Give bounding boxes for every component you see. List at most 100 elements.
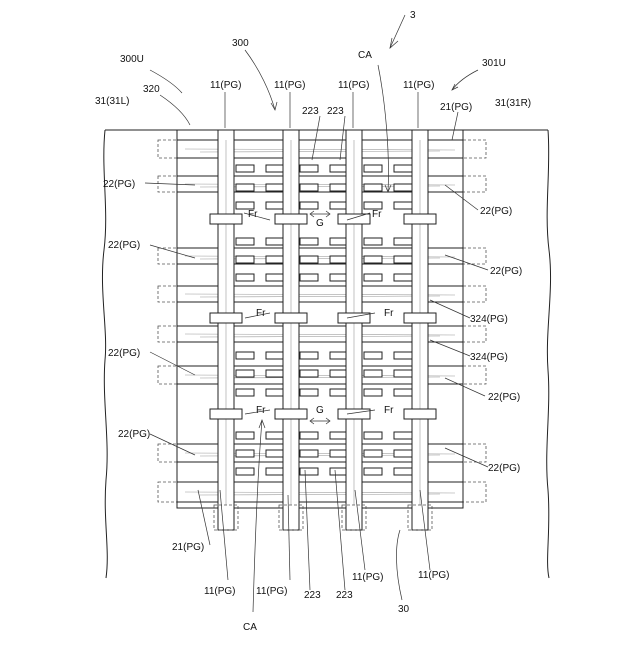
pad [266, 184, 284, 191]
pad [394, 432, 412, 439]
label-22-l1: 22(PG) [103, 179, 135, 190]
pad [364, 238, 382, 245]
clamp-Fr [404, 313, 436, 323]
pad [330, 184, 348, 191]
clamp-Fr [338, 214, 370, 224]
pad [266, 202, 284, 209]
label-21-top: 21(PG) [440, 102, 472, 113]
pad [300, 389, 318, 396]
label-324-2: 324(PG) [470, 352, 508, 363]
pad [330, 432, 348, 439]
pad [236, 432, 254, 439]
pad [330, 202, 348, 209]
reference-labels: 3 300U 300 CA 301U 11(PG) 11(PG) 11(PG) … [95, 10, 531, 633]
clamp-Fr [275, 313, 307, 323]
pad [364, 274, 382, 281]
pad [266, 274, 284, 281]
pad [394, 370, 412, 377]
label-300U: 300U [120, 54, 144, 65]
row-shading [200, 336, 440, 337]
pad [330, 256, 348, 263]
pad [364, 468, 382, 475]
pad [266, 256, 284, 263]
pad [236, 468, 254, 475]
pad [266, 389, 284, 396]
label-Fr-4: Fr [384, 308, 394, 319]
label-223-t1: 223 [302, 106, 319, 117]
pad [236, 389, 254, 396]
label-CA-top: CA [358, 50, 372, 61]
label-11-b2: 11(PG) [256, 586, 288, 597]
pad [236, 352, 254, 359]
pad [394, 238, 412, 245]
horizontal-pattern-rows [158, 140, 486, 502]
label-22-l3: 22(PG) [108, 348, 140, 359]
pad [266, 352, 284, 359]
label-31L: 31(31L) [95, 96, 129, 107]
pad [300, 274, 318, 281]
pad [300, 165, 318, 172]
pad [300, 432, 318, 439]
label-Fr-6: Fr [384, 405, 394, 416]
clamp-Fr [404, 214, 436, 224]
pad [364, 165, 382, 172]
row-shading [200, 296, 440, 297]
pad [300, 352, 318, 359]
label-Fr-2: Fr [372, 209, 382, 220]
label-G-1: G [316, 218, 324, 229]
label-fig-no: 3 [410, 10, 416, 21]
label-11-t3: 11(PG) [338, 80, 370, 91]
label-21-bottom: 21(PG) [172, 542, 204, 553]
clamp-Fr [210, 313, 242, 323]
clamp-Fr [275, 409, 307, 419]
pad [394, 256, 412, 263]
clamp-Fr [210, 214, 242, 224]
pad [330, 468, 348, 475]
pad [330, 352, 348, 359]
pad [364, 432, 382, 439]
label-22-r4: 22(PG) [488, 463, 520, 474]
label-22-r2: 22(PG) [490, 266, 522, 277]
pad [300, 256, 318, 263]
leader-lines [145, 15, 488, 612]
pad [364, 184, 382, 191]
label-Fr-3: Fr [256, 308, 266, 319]
label-11-b3: 11(PG) [352, 572, 384, 583]
pad [266, 432, 284, 439]
pad [394, 450, 412, 457]
pad [394, 165, 412, 172]
pad [236, 450, 254, 457]
pad [266, 468, 284, 475]
pad [394, 184, 412, 191]
pad [364, 352, 382, 359]
clamp-Fr [210, 409, 242, 419]
label-324-1: 324(PG) [470, 314, 508, 325]
label-22-l4: 22(PG) [118, 429, 150, 440]
pad [394, 352, 412, 359]
pad [300, 370, 318, 377]
pad [330, 165, 348, 172]
label-300: 300 [232, 38, 249, 49]
row-shading [200, 151, 440, 152]
label-320: 320 [143, 84, 160, 95]
pad [300, 184, 318, 191]
pad [330, 450, 348, 457]
pad [300, 238, 318, 245]
pad [236, 274, 254, 281]
pad [236, 184, 254, 191]
pad [266, 238, 284, 245]
pad [330, 238, 348, 245]
label-11-b1: 11(PG) [204, 586, 236, 597]
label-22-l2: 22(PG) [108, 240, 140, 251]
pad [266, 165, 284, 172]
pad [300, 468, 318, 475]
pad [266, 450, 284, 457]
pad [236, 238, 254, 245]
label-30: 30 [398, 604, 410, 615]
pad [236, 370, 254, 377]
pad [364, 202, 382, 209]
label-301U: 301U [482, 58, 506, 69]
label-22-r1: 22(PG) [480, 206, 512, 217]
label-G-2: G [316, 405, 324, 416]
